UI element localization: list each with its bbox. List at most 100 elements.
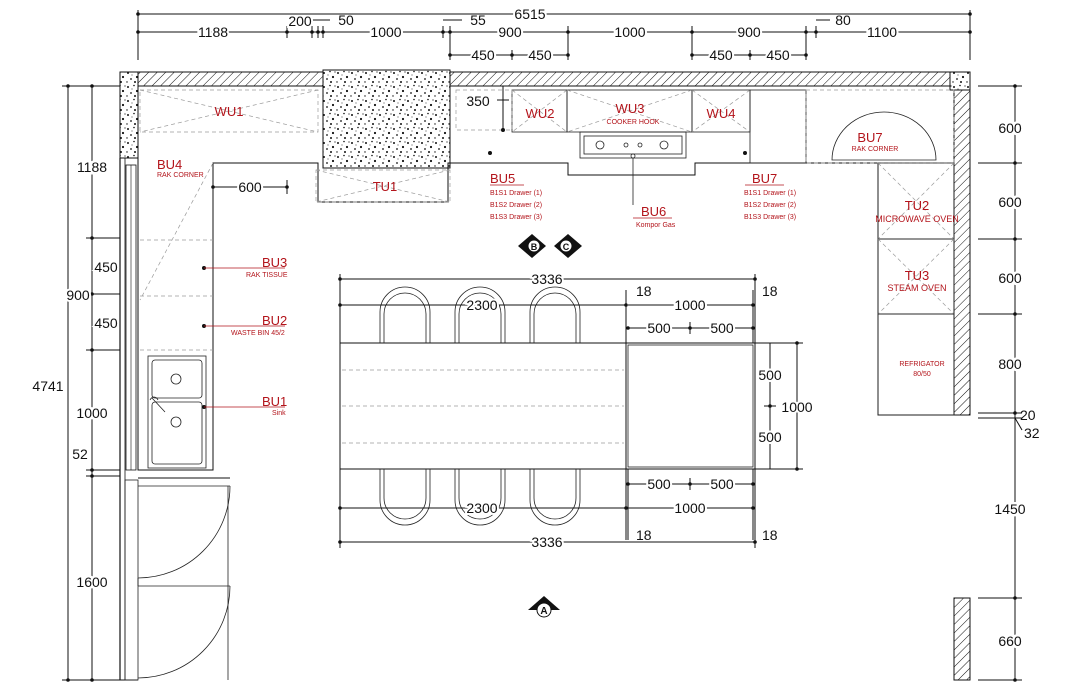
dim-top-200: 200 (288, 13, 312, 29)
walls (119, 69, 971, 681)
marker-c-text: C (563, 242, 570, 252)
label-bu6: BU6 (641, 204, 666, 219)
elevation-markers: B C A (518, 234, 582, 618)
label-bu7-d3: B1S3 Drawer (3) (744, 214, 796, 221)
island (339, 342, 756, 470)
label-wu3-sub: COOKER HOOK (607, 119, 660, 126)
label-wu4: WU4 (707, 106, 736, 121)
top-wall-left (137, 71, 324, 87)
cooker-hob (579, 131, 687, 205)
label-bu5: BU5 (490, 171, 515, 186)
dim-top-1000b: 1000 (614, 24, 645, 40)
label-tu3-sub: STEAM OVEN (887, 283, 946, 293)
label-bu5-d2: B1S2 Drawer (2) (490, 202, 542, 209)
sink (147, 355, 207, 469)
label-wu2: WU2 (526, 106, 555, 121)
dim-top-900b: 900 (737, 24, 761, 40)
dim-left-900: 900 (66, 287, 90, 303)
dim-island-bot-seat: 2300 (466, 500, 497, 516)
cabinet-labels: WU1 WU2 WU3 COOKER HOOK WU4 TU1 BU4 RAK … (157, 101, 959, 417)
dim-wu-350: 350 (466, 93, 490, 109)
dim-top-1000a: 1000 (370, 24, 401, 40)
dim-top-450a: 450 (471, 47, 495, 63)
doors (124, 479, 231, 681)
dim-left-1188: 1188 (77, 159, 107, 175)
tall-units (831, 111, 955, 416)
dim-island-bot-500a: 500 (647, 476, 671, 492)
label-bu1-sub: Sink (272, 410, 286, 417)
dim-top-1188: 1188 (198, 24, 228, 40)
right-wall-upper (953, 89, 971, 416)
dim-island-right-500b: 500 (758, 429, 782, 445)
label-bu2-sub: WASTE BIN 45/2 (231, 330, 285, 337)
label-tu1: TU1 (373, 179, 398, 194)
dim-island-top-18a: 18 (636, 283, 652, 299)
wall-units (139, 89, 955, 351)
dim-island-bot-18b: 18 (762, 527, 778, 543)
label-bu7-corner: BU7 (857, 130, 882, 145)
dim-bu4-600: 600 (238, 179, 262, 195)
marker-a: A (528, 596, 560, 618)
label-fridge-2: 80/50 (913, 371, 931, 378)
label-bu5-d1: B1S1 Drawer (1) (490, 190, 542, 197)
dim-left-1000: 1000 (76, 405, 107, 421)
column-center (322, 69, 451, 169)
dim-right-660: 660 (998, 633, 1022, 649)
marker-b-text: B (531, 242, 538, 252)
dim-top-900a: 900 (498, 24, 522, 40)
marker-c: C (554, 234, 582, 258)
dim-right-800: 800 (998, 356, 1022, 372)
dim-top-total: 6515 (514, 6, 545, 22)
dimension-lines (62, 10, 1023, 682)
dim-island-bot-500b: 500 (710, 476, 734, 492)
top-wall-right (449, 71, 951, 87)
dim-right-600c: 600 (998, 270, 1022, 286)
dim-island-top-500a: 500 (647, 320, 671, 336)
dim-island-top-total: 3336 (531, 271, 562, 287)
marker-b: B (518, 234, 546, 258)
label-bu3: BU3 (262, 255, 287, 270)
dim-right-600b: 600 (998, 194, 1022, 210)
column-top-right (949, 71, 971, 91)
dim-top-50: 50 (338, 12, 354, 28)
dim-top-1100: 1100 (867, 24, 897, 40)
label-tu3: TU3 (905, 268, 930, 283)
dim-top-80: 80 (835, 12, 851, 28)
label-bu1: BU1 (262, 394, 287, 409)
dim-right-1450: 1450 (994, 501, 1025, 517)
label-tu2: TU2 (905, 198, 930, 213)
dim-island-top-500b: 500 (710, 320, 734, 336)
dim-island-bot-1000: 1000 (674, 500, 705, 516)
dim-island-bot-18a: 18 (636, 527, 652, 543)
dim-island-right-500a: 500 (758, 367, 782, 383)
label-bu6-sub: Kompor Gas (636, 222, 676, 229)
dim-top-450c: 450 (709, 47, 733, 63)
dim-island-right-1000: 1000 (781, 399, 812, 415)
label-bu7-corner-sub: RAK CORNER (852, 146, 899, 153)
marker-a-text: A (540, 606, 547, 617)
left-window (125, 164, 137, 471)
dim-left-450a: 450 (94, 259, 118, 275)
dim-top-55: 55 (470, 12, 486, 28)
dim-left-1600: 1600 (76, 574, 107, 590)
dim-left-450b: 450 (94, 315, 118, 331)
dim-island-top-18b: 18 (762, 283, 778, 299)
label-tu2-sub: MICROWAVE OVEN (875, 214, 959, 224)
label-bu3-sub: RAK TISSUE (246, 272, 288, 279)
label-bu7-d2: B1S2 Drawer (2) (744, 202, 796, 209)
label-bu7: BU7 (752, 171, 777, 186)
label-wu3: WU3 (616, 101, 645, 116)
label-bu4: BU4 (157, 157, 182, 172)
column-top-left (119, 71, 139, 159)
dimension-labels: 6515 1188 200 50 1000 55 900 1000 900 80… (30, 4, 1039, 652)
dim-left-52: 52 (72, 446, 88, 462)
dim-top-450b: 450 (528, 47, 552, 63)
label-wu1: WU1 (215, 104, 244, 119)
label-bu7-d1: B1S1 Drawer (1) (744, 190, 796, 197)
label-bu2: BU2 (262, 313, 287, 328)
label-fridge-1: REFRIGATOR (899, 361, 944, 368)
dim-left-total: 4741 (32, 378, 63, 394)
dim-island-top-1000: 1000 (674, 297, 705, 313)
dim-right-20: 20 (1020, 407, 1036, 423)
